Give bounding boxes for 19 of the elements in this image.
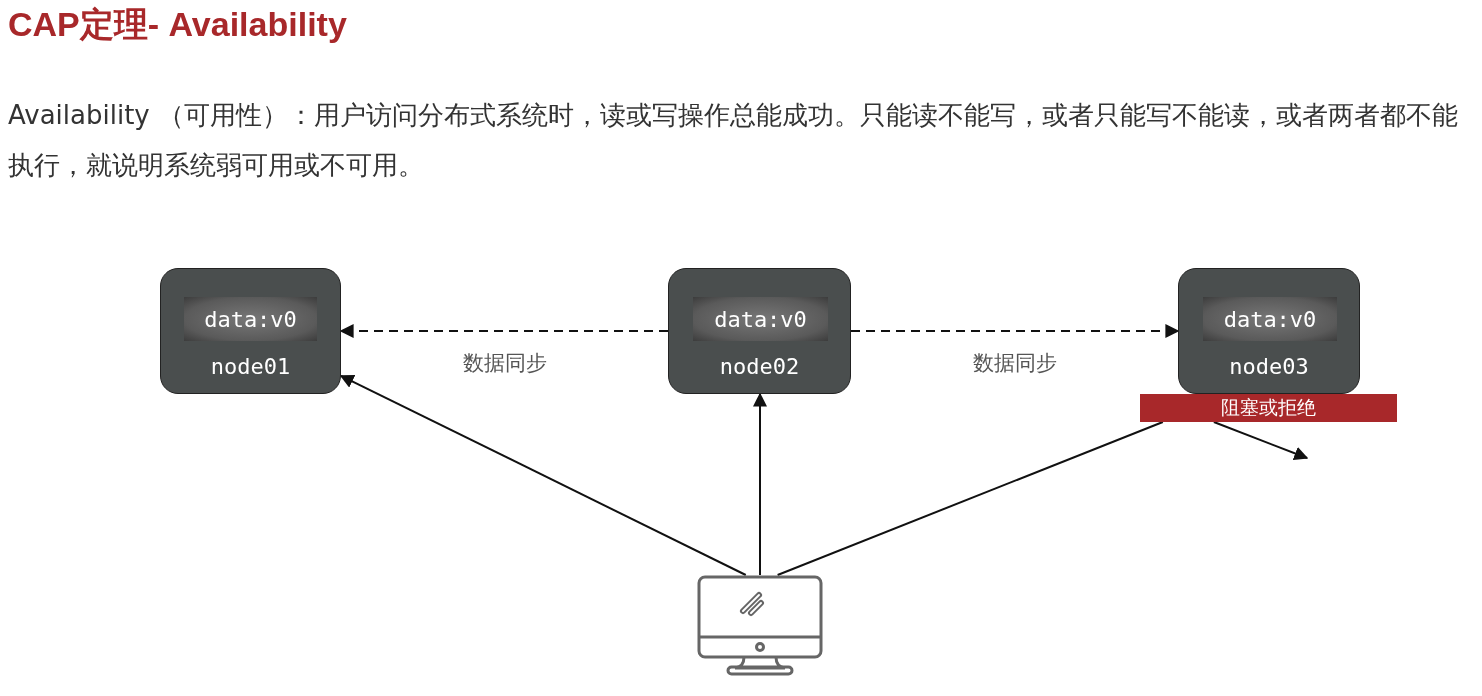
server-box	[160, 268, 341, 394]
connector-line	[776, 421, 1164, 576]
node-name: node01	[209, 354, 292, 379]
node-name: node03	[1228, 354, 1310, 379]
data-box: data:v0	[1203, 297, 1337, 341]
status-banner: 阻塞或拒绝	[1140, 394, 1397, 422]
data-box: data:v0	[693, 297, 828, 341]
title: CAP定理- Availability	[8, 4, 347, 45]
data-box: data:v0	[184, 297, 317, 341]
dashed-arrow	[850, 324, 1180, 338]
node-name: node02	[718, 354, 801, 379]
arrow	[1212, 421, 1309, 460]
computer-monitor-icon	[697, 575, 823, 676]
server-box	[1178, 268, 1360, 394]
description-paragraph: Availability （可用性）：用户访问分布式系统时，读或写操作总能成功。只能读不能写，或者只能写不能读，或者两者都不能执行，就说明系统弱可用或不可用。	[8, 99, 1459, 182]
arrow	[753, 392, 767, 576]
arrow	[339, 374, 747, 576]
server-box	[668, 268, 851, 394]
dashed-arrow	[339, 324, 669, 338]
